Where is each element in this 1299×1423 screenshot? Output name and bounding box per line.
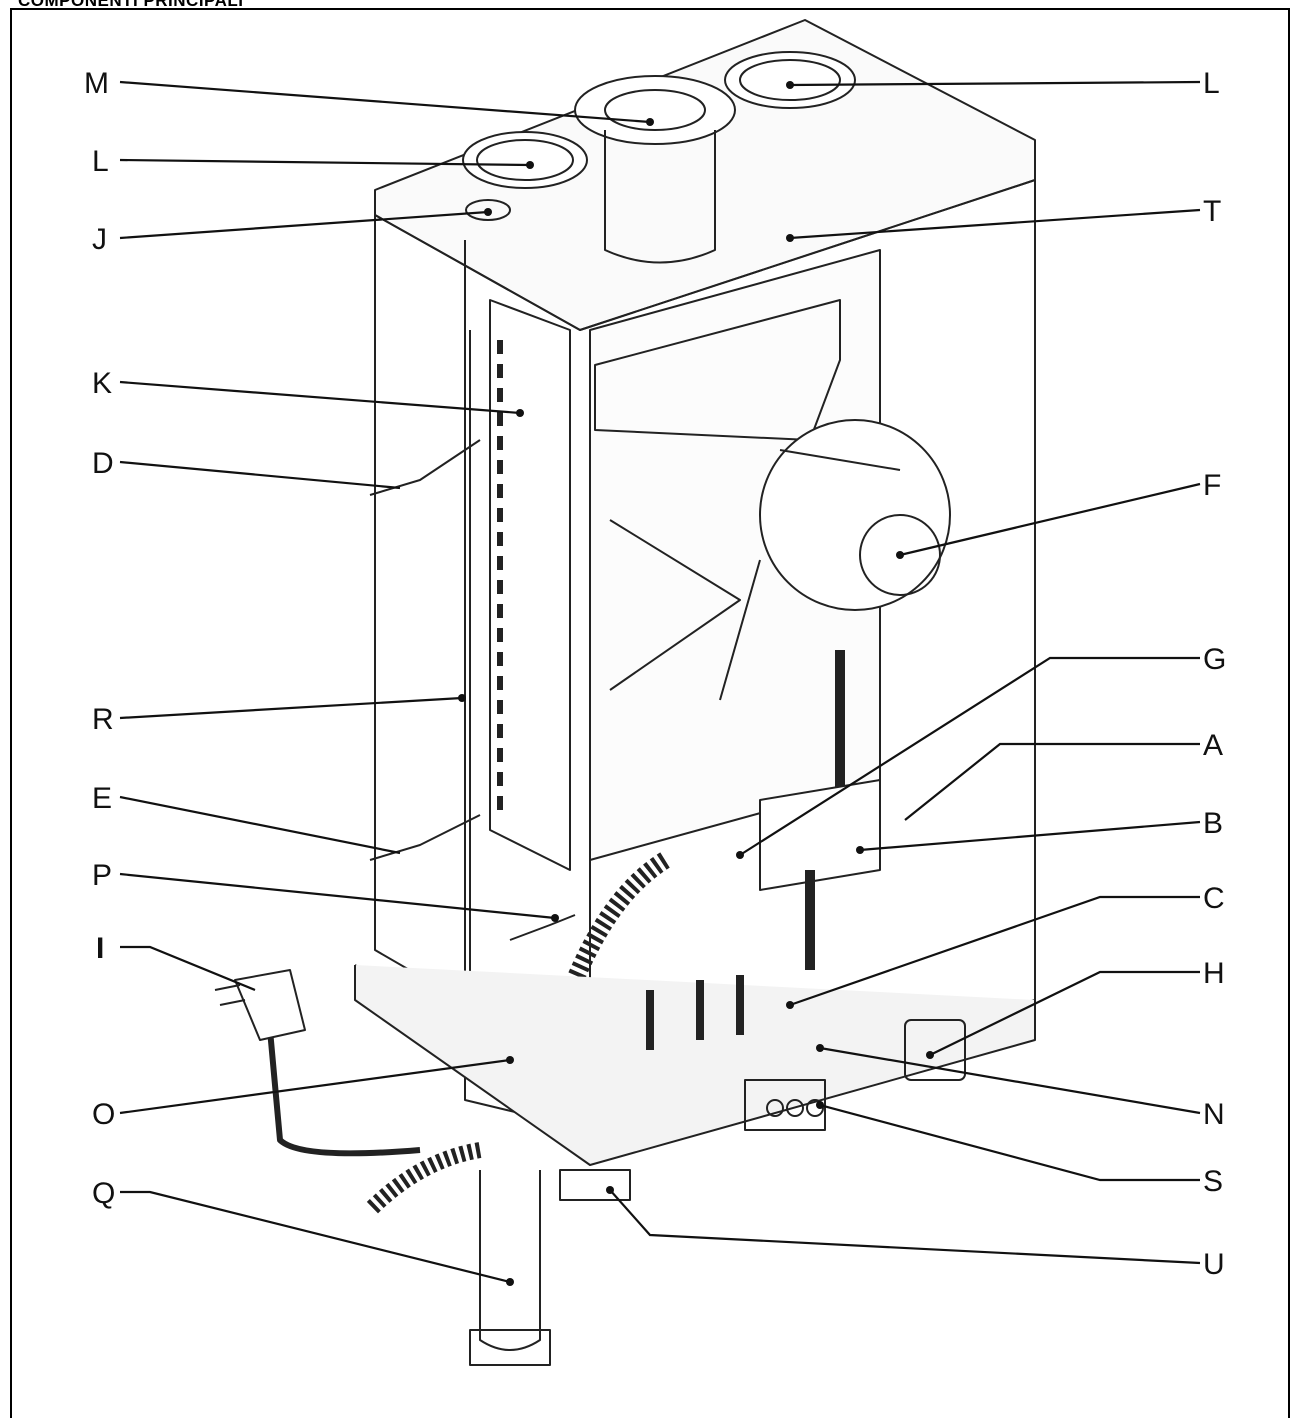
callout-H: H <box>1203 957 1225 990</box>
callout-R: R <box>92 703 114 736</box>
boiler-drawing <box>214 19 1036 1366</box>
leader-dots <box>458 81 934 1286</box>
callout-I: I <box>96 932 104 965</box>
callout-U: U <box>1203 1248 1225 1281</box>
callout-N: N <box>1203 1098 1225 1131</box>
callout-labels: M L L J T K D F R G A E B P C I H O N S … <box>84 67 1226 1281</box>
callout-L-left: L <box>92 145 109 178</box>
callout-C: C <box>1203 882 1225 915</box>
callout-Q: Q <box>92 1177 115 1210</box>
callout-L-top: L <box>1203 67 1220 100</box>
page-title: COMPONENTI PRINCIPALI <box>18 0 244 10</box>
callout-J: J <box>92 223 107 256</box>
diagram-frame <box>10 8 1290 1418</box>
callout-F: F <box>1203 469 1221 502</box>
callout-G: G <box>1203 643 1226 676</box>
callout-K: K <box>92 367 112 400</box>
callout-B: B <box>1203 807 1223 840</box>
callout-D: D <box>92 447 114 480</box>
callout-A: A <box>1203 729 1223 762</box>
callout-M: M <box>84 67 109 100</box>
leader-lines <box>119 80 1201 1284</box>
callout-P: P <box>92 859 112 892</box>
callout-T: T <box>1203 195 1221 228</box>
callout-O: O <box>92 1098 115 1131</box>
callout-S: S <box>1203 1165 1223 1198</box>
callout-E: E <box>92 782 112 815</box>
